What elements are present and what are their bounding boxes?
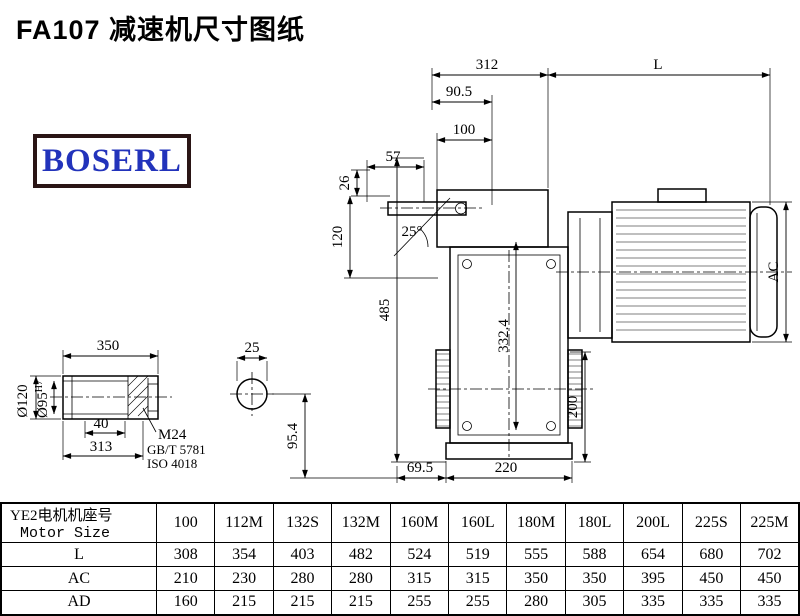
cell-AC-200L: 395: [623, 566, 683, 591]
page-title: FA107 减速机尺寸图纸: [16, 15, 306, 45]
row-label-L: L: [0, 542, 157, 567]
column-header-160L: 160L: [448, 502, 508, 543]
column-header-160M: 160M: [389, 502, 450, 543]
row-label-AC: AC: [0, 566, 157, 591]
centerlines: [50, 207, 792, 458]
cell-L-225S: 680: [681, 542, 742, 567]
dim-313-label: 313: [90, 439, 113, 455]
cell-AD-100: 160: [155, 590, 216, 615]
cell-AC-160L: 315: [448, 566, 508, 591]
dim-332.4-label: 332.4: [496, 319, 512, 353]
motor-size-label-cn: YE2电机机座号: [10, 508, 113, 524]
dim-100-label: 100: [453, 122, 476, 138]
column-header-180L: 180L: [564, 502, 625, 543]
column-header-225S: 225S: [681, 502, 742, 543]
motor-main-view: [567, 188, 778, 343]
dim-25deg-label: 25°: [402, 224, 423, 240]
column-header-225M: 225M: [740, 502, 800, 543]
dim-95.4-label: 95.4: [285, 422, 301, 449]
dim-350-label: 350: [97, 338, 120, 354]
column-header-100: 100: [155, 502, 216, 543]
cell-AC-100: 210: [155, 566, 216, 591]
cell-AD-180L: 305: [564, 590, 625, 615]
cell-AD-200L: 335: [623, 590, 683, 615]
cell-L-112M: 354: [214, 542, 274, 567]
dim-90.5-label: 90.5: [446, 84, 472, 100]
cell-AD-112M: 215: [214, 590, 274, 615]
cell-AD-132S: 215: [272, 590, 333, 615]
shaft-section-view: 25: [236, 340, 268, 410]
main-view-dimensions: 312 L 90.5 100 57 26 120 25° 485 AC 332.…: [269, 57, 792, 483]
cell-AD-132M: 215: [331, 590, 391, 615]
cell-AD-160L: 255: [448, 590, 508, 615]
dim-220-label: 220: [495, 460, 518, 476]
column-header-132M: 132M: [331, 502, 391, 543]
cell-AC-132M: 280: [331, 566, 391, 591]
dim-40-label: 40: [94, 416, 109, 432]
cell-L-180L: 588: [564, 542, 625, 567]
dim-312-label: 312: [476, 57, 499, 73]
cell-AD-180M: 280: [506, 590, 566, 615]
column-header-112M: 112M: [214, 502, 274, 543]
column-header-200L: 200L: [623, 502, 683, 543]
cell-AC-225M: 450: [740, 566, 800, 591]
dia95-tolerance: H7: [34, 380, 45, 392]
cell-AD-160M: 255: [389, 590, 450, 615]
dim-dia95H7-label: Ø95H7: [34, 380, 51, 418]
cell-AC-132S: 280: [272, 566, 333, 591]
cell-AD-225M: 335: [740, 590, 800, 615]
motor-size-label-en: Motor Size: [20, 525, 111, 542]
dia95-value: Ø95: [35, 392, 51, 418]
dim-AC-label: AC: [766, 262, 782, 283]
cell-L-160L: 519: [448, 542, 508, 567]
dimension-drawing: 312 L 90.5 100 57 26 120 25° 485 AC 332.…: [15, 57, 792, 483]
column-header-180M: 180M: [506, 502, 566, 543]
dim-25-label: 25: [245, 340, 260, 356]
dim-485-label: 485: [377, 299, 393, 322]
dim-L-label: L: [653, 57, 662, 73]
cell-L-132S: 403: [272, 542, 333, 567]
gearbox-main-view: [387, 189, 583, 460]
cell-AD-225S: 335: [681, 590, 742, 615]
standard-iso4018: ISO 4018: [147, 456, 197, 471]
cell-AC-225S: 450: [681, 566, 742, 591]
row-label-AD: AD: [0, 590, 157, 615]
cell-AC-112M: 230: [214, 566, 274, 591]
cell-AC-180M: 350: [506, 566, 566, 591]
cell-AC-160M: 315: [389, 566, 450, 591]
cell-L-225M: 702: [740, 542, 800, 567]
cell-L-180M: 555: [506, 542, 566, 567]
dim-120-label: 120: [330, 226, 346, 249]
column-header-132S: 132S: [272, 502, 333, 543]
boserl-logo: BOSERL: [33, 134, 191, 188]
dim-69.5-label: 69.5: [407, 460, 433, 476]
cell-L-200L: 654: [623, 542, 683, 567]
cell-AC-180L: 350: [564, 566, 625, 591]
shaft-view-dimensions: 350 Ø120 Ø95H7 40 313 M24 GB/T 5781 ISO …: [15, 338, 206, 471]
cell-L-160M: 524: [389, 542, 450, 567]
motor-size-header-cell: YE2电机机座号 Motor Size: [0, 502, 157, 543]
cell-L-132M: 482: [331, 542, 391, 567]
standard-gbt5781: GB/T 5781: [147, 442, 206, 457]
thread-spec-m24: M24: [158, 427, 187, 443]
dim-dia120-label: Ø120: [15, 384, 31, 417]
dim-57-label: 57: [386, 149, 402, 165]
dim-26-label: 26: [337, 175, 353, 191]
cell-L-100: 308: [155, 542, 216, 567]
dim-200-label: 200: [565, 396, 581, 419]
shaft-side-view: [62, 375, 159, 433]
